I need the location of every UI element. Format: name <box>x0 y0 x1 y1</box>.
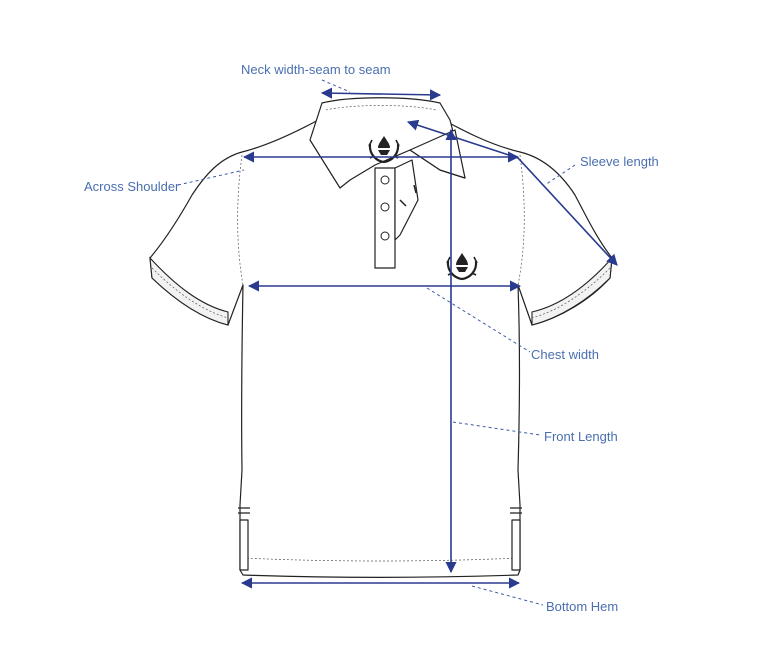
bottom-hem-label: Bottom Hem <box>546 599 618 614</box>
button-3 <box>380 231 390 241</box>
right-vent-tack <box>510 507 522 514</box>
left-cuff-stitch <box>151 267 229 319</box>
sleeve-length-leader <box>544 164 576 186</box>
left-side-vent <box>239 519 249 571</box>
chest-width-leader <box>426 287 531 353</box>
chest-width-label: Chest width <box>531 347 599 362</box>
hem-stitch <box>242 557 519 562</box>
placket <box>374 167 396 269</box>
polo-shirt <box>149 97 613 578</box>
neck-width-measure-line <box>320 87 442 101</box>
sleeve-length-label: Sleeve length <box>580 154 659 169</box>
right-armhole-seam <box>517 154 525 286</box>
collar-stitch <box>325 105 437 111</box>
left-sleeve-cuff <box>149 256 229 326</box>
sleeve-length-measure-line <box>406 119 618 266</box>
front-length-label: Front Length <box>544 429 618 444</box>
front-length-leader <box>452 421 541 436</box>
bottom-hem-leader <box>471 585 544 606</box>
right-side-vent <box>511 519 521 571</box>
button-1 <box>380 175 390 185</box>
across-shoulder-leader <box>177 169 245 186</box>
left-armhole-seam <box>237 154 244 286</box>
neck-width-label: Neck width-seam to seam <box>241 62 391 77</box>
button-2 <box>380 202 390 212</box>
neck-width-leader <box>321 79 351 93</box>
right-sleeve-cuff <box>531 256 613 326</box>
left-vent-tack <box>238 507 250 514</box>
right-cuff-stitch <box>531 267 611 319</box>
across-shoulder-label: Across Shoulder <box>84 179 180 194</box>
